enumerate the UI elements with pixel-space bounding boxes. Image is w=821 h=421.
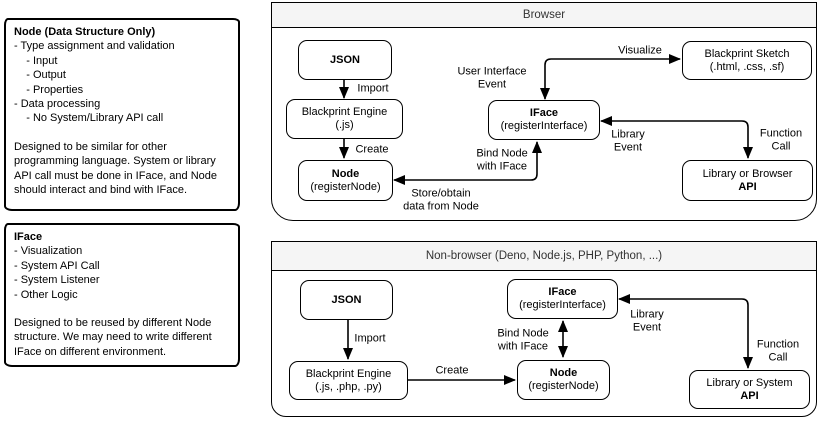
nonbrowser-engine-box: Blackprint Engine (.js, .php, .py): [289, 361, 408, 400]
browser-iface-subtitle: (registerInterface): [500, 120, 588, 132]
nonbrowser-node-subtitle: (registerNode): [528, 380, 599, 392]
browser-api-title: Library or Browser: [702, 167, 793, 180]
browser-ui-event-label: User Interface Event: [457, 65, 527, 90]
nonbrowser-api-box: Library or System API: [689, 370, 810, 409]
nonbrowser-import-label: Import: [354, 332, 386, 345]
browser-engine-subtitle: (.js): [335, 119, 354, 131]
note-iface-title: IFace: [14, 231, 43, 243]
nonbrowser-iface-title: IFace: [548, 286, 577, 298]
nonbrowser-engine-subtitle: (.js, .php, .py): [315, 380, 382, 393]
browser-node-title: Node: [331, 167, 360, 180]
browser-iface-box: IFace (registerInterface): [488, 100, 600, 140]
nonbrowser-function-call-label: Function Call: [756, 338, 800, 363]
note-iface-paragraph: Designed to be reused by different Node …: [14, 317, 212, 358]
browser-sketch-box: Blackprint Sketch (.html, .css, .sf): [682, 41, 812, 80]
browser-import-label: Import: [357, 82, 389, 95]
browser-create-label: Create: [355, 143, 389, 156]
nonbrowser-json-title: JSON: [331, 293, 362, 306]
browser-section-title: Browser: [271, 2, 817, 28]
note-iface: IFace - Visualization - System API Call …: [4, 223, 240, 367]
nonbrowser-create-label: Create: [435, 364, 469, 377]
browser-engine-box: Blackprint Engine (.js): [286, 99, 403, 139]
browser-api-subtitle: API: [738, 180, 757, 193]
browser-function-call-label: Function Call: [759, 127, 803, 152]
nonbrowser-iface-box: IFace (registerInterface): [507, 279, 618, 319]
nonbrowser-iface-subtitle: (registerInterface): [519, 299, 606, 311]
browser-json-title: JSON: [330, 53, 360, 66]
nonbrowser-engine-title: Blackprint Engine: [305, 367, 392, 380]
note-node-body: - Type assignment and validation - Input…: [14, 40, 175, 125]
note-node-paragraph: Designed to be similar for other program…: [14, 140, 218, 197]
browser-json-box: JSON: [298, 40, 392, 80]
nonbrowser-bind-node-label: Bind Node with IFace: [497, 327, 549, 352]
browser-sketch-subtitle: (.html, .css, .sf): [709, 60, 785, 73]
note-node-title: Node (Data Structure Only): [14, 26, 156, 38]
browser-api-box: Library or Browser API: [682, 160, 813, 201]
browser-bind-node-label: Bind Node with IFace: [476, 147, 528, 172]
browser-node-box: Node (registerNode): [298, 160, 393, 201]
browser-node-subtitle: (registerNode): [310, 180, 381, 193]
browser-store-obtain-label: Store/obtain data from Node: [403, 187, 479, 212]
note-node-structure: Node (Data Structure Only) - Type assign…: [4, 18, 240, 211]
nonbrowser-library-event-label: Library Event: [630, 308, 664, 333]
note-iface-body: - Visualization - System API Call - Syst…: [14, 245, 100, 301]
browser-engine-title: Blackprint Engine: [301, 106, 388, 118]
browser-iface-title: IFace: [529, 107, 559, 119]
nonbrowser-json-box: JSON: [300, 280, 393, 320]
nonbrowser-api-subtitle: API: [740, 389, 759, 402]
browser-sketch-title: Blackprint Sketch: [704, 47, 790, 60]
nonbrowser-api-title: Library or System: [706, 376, 793, 389]
browser-library-event-label: Library Event: [611, 128, 645, 153]
browser-visualize-label: Visualize: [618, 44, 662, 57]
nonbrowser-section-title-text: Non-browser (Deno, Node.js, PHP, Python,…: [425, 250, 663, 262]
browser-section-title-text: Browser: [522, 9, 566, 21]
nonbrowser-section-title: Non-browser (Deno, Node.js, PHP, Python,…: [271, 241, 817, 271]
nonbrowser-node-box: Node (registerNode): [517, 360, 610, 400]
nonbrowser-node-title: Node: [549, 367, 578, 379]
